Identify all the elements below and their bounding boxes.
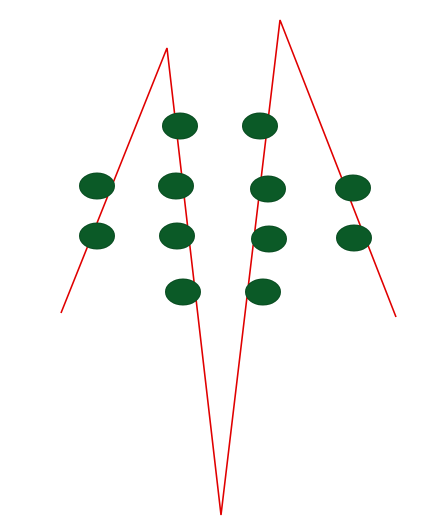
green-dot bbox=[250, 175, 286, 203]
green-dot bbox=[245, 278, 281, 306]
red-zigzag-line bbox=[60, 19, 397, 516]
green-dot bbox=[335, 174, 371, 202]
green-dot bbox=[158, 172, 194, 200]
green-dot bbox=[162, 112, 198, 140]
green-dot bbox=[242, 112, 278, 140]
green-dot bbox=[79, 172, 115, 200]
red-outline bbox=[60, 19, 397, 516]
green-dot bbox=[79, 222, 115, 250]
green-dot bbox=[165, 278, 201, 306]
green-dot bbox=[336, 224, 372, 252]
green-dot bbox=[159, 222, 195, 250]
green-dot bbox=[251, 225, 287, 253]
green-dots bbox=[79, 112, 372, 306]
